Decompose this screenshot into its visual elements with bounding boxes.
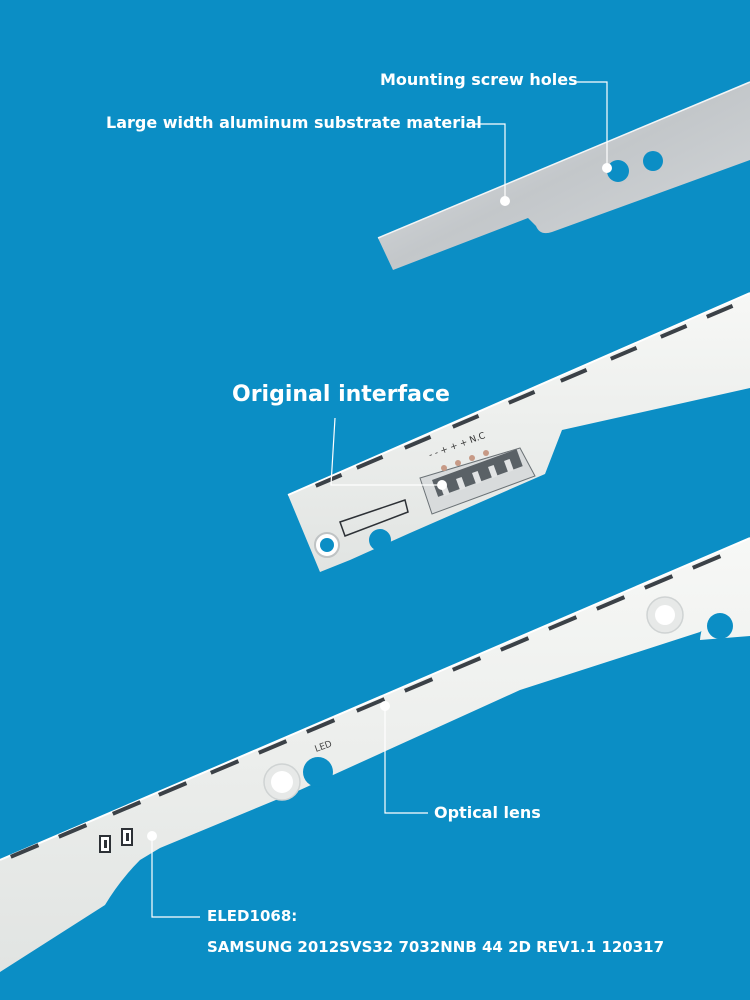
model-code-label: SAMSUNG 2012SVS32 7032NNB 44 2D REV1.1 1… — [207, 938, 665, 956]
led-row — [315, 304, 734, 488]
callout-lines — [151, 81, 608, 918]
screw-hole — [303, 757, 333, 787]
screw-hole — [320, 538, 334, 552]
optical-lens-label: Optical lens — [434, 803, 541, 822]
interface-strip: - - + + + N.C — [287, 292, 750, 572]
aluminum-substrate-label: Large width aluminum substrate material — [106, 113, 482, 132]
main-led-strip: LED — [0, 537, 750, 972]
original-interface-label: Original interface — [232, 382, 450, 407]
screw-hole — [369, 529, 391, 551]
screw-hole — [607, 160, 629, 182]
aluminum-substrate — [377, 81, 750, 270]
callout-dots — [147, 163, 612, 841]
eled-code-label: ELED1068: — [207, 907, 298, 925]
screw-hole — [707, 613, 733, 639]
screw-hole — [643, 151, 663, 171]
mounting-screw-holes-label: Mounting screw holes — [380, 70, 578, 89]
